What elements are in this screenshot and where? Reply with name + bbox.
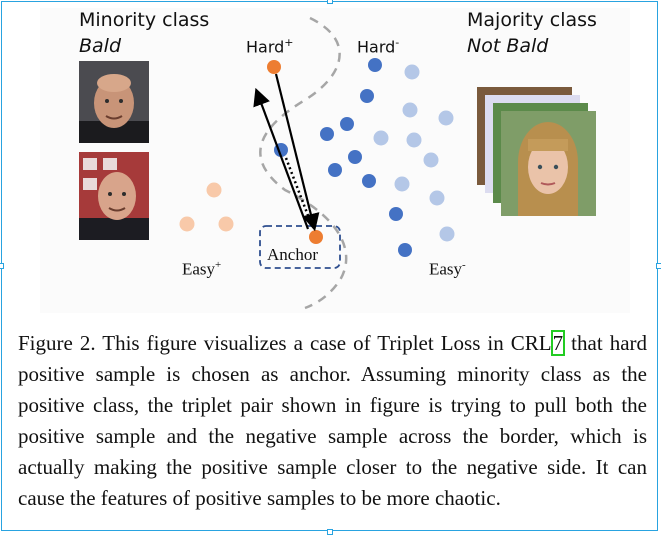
- easy-negative-sup: -: [462, 259, 466, 271]
- anchor-box: [259, 225, 341, 269]
- hard-negative-dot: [328, 163, 342, 177]
- easy-positive-dot: [179, 216, 195, 232]
- hard-negative-label: Hard-: [357, 36, 399, 56]
- easy-negative-dot: [394, 176, 410, 192]
- easy-positive-dot: [218, 216, 234, 232]
- resize-handle-right[interactable]: [656, 263, 661, 269]
- easy-negative-text: Easy: [429, 259, 463, 279]
- easy-negative-dot: [438, 110, 454, 126]
- hard-negative-dot: [362, 174, 376, 188]
- hard-positive-sup: +: [284, 36, 294, 49]
- easy-negative-dot: [404, 64, 420, 80]
- not-bald-photo-stack: [477, 87, 596, 216]
- easy-negative-dot: [429, 190, 445, 206]
- hard-negative-dot: [348, 150, 362, 164]
- minority-class-subtitle: Bald: [79, 35, 122, 57]
- easy-negative-dot: [373, 130, 389, 146]
- hard-negative-text: Hard: [357, 37, 396, 57]
- easy-negative-dot: [423, 152, 439, 168]
- hard-negative-dot: [389, 207, 403, 221]
- hard-negative-dot: [340, 117, 354, 131]
- hard-positive-text: Hard: [246, 37, 285, 57]
- hard-negative-dot: [368, 58, 382, 72]
- caption-text-start: Figure 2. This figure visualizes a case …: [18, 331, 552, 355]
- hard-positive-dot: [267, 60, 281, 74]
- resize-handle-bottom[interactable]: [327, 529, 333, 535]
- majority-class-subtitle: Not Bald: [467, 35, 549, 57]
- easy-negative-label: Easy-: [429, 259, 466, 280]
- bald-face-photo-1: [79, 61, 149, 143]
- resize-handle-top[interactable]: [327, 0, 333, 4]
- anchor-label: Anchor: [267, 245, 318, 264]
- figure-caption: Figure 2. This figure visualizes a case …: [18, 328, 647, 514]
- easy-positive-label: Easy+: [182, 259, 221, 280]
- anchor-dot: [309, 230, 323, 244]
- hard-negative-sup: -: [395, 36, 400, 49]
- hard-negative-dot: [320, 127, 334, 141]
- easy-positive-sup: +: [215, 259, 222, 271]
- easy-positive-dot: [206, 182, 222, 198]
- class-border-dashed: [259, 16, 348, 310]
- caption-text-rest: that hard positive sample is chosen as a…: [18, 331, 648, 510]
- majority-class-title: Majority class: [467, 9, 597, 31]
- hard-negative-dot: [398, 243, 412, 257]
- bald-face-photo-2: [79, 152, 149, 240]
- arrow-anchor-to-hard: [253, 87, 310, 230]
- easy-negative-dot: [439, 226, 455, 242]
- dotted-line-negative-to-anchor: [284, 157, 314, 227]
- hard-positive-label: Hard+: [246, 36, 294, 56]
- hard-negative-dot: [360, 89, 374, 103]
- easy-positive-text: Easy: [182, 259, 216, 279]
- easy-negative-dot: [402, 102, 418, 118]
- arrow-positive-to-anchor: [274, 73, 320, 232]
- triplet-figure: Minority class Bald Majority class Not B…: [79, 9, 597, 310]
- easy-negative-dot: [406, 132, 422, 148]
- citation-link[interactable]: 7: [550, 330, 566, 356]
- minority-class-title: Minority class: [79, 9, 210, 31]
- resize-handle-left[interactable]: [0, 263, 4, 269]
